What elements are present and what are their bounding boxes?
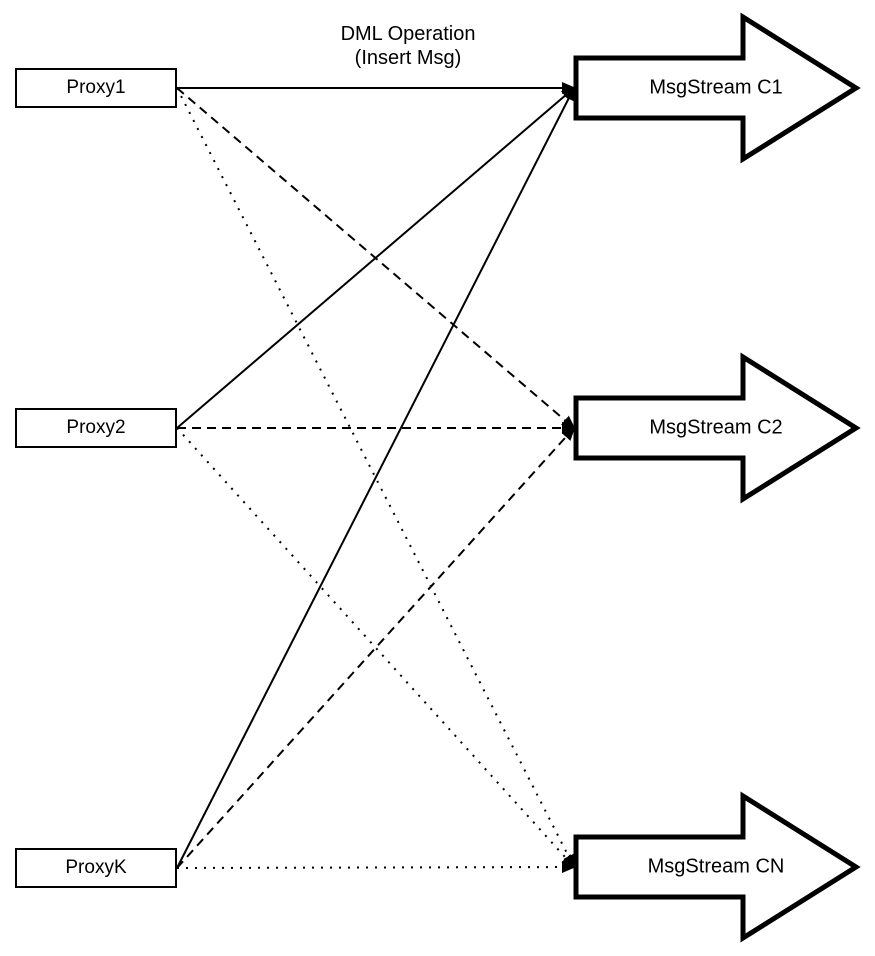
stream-arrows	[573, 12, 861, 943]
proxy-label-proxy2: Proxy2	[66, 417, 126, 438]
msgstream-arrow-c2	[573, 352, 861, 504]
edge-proxyk-cn	[176, 861, 576, 874]
edge-proxy1-cn	[176, 87, 575, 869]
edge-proxyk-c2	[176, 426, 576, 869]
proxy-label-proxy1: Proxy1	[66, 77, 126, 98]
edge-label-line2: (Insert Msg)	[354, 47, 462, 69]
msgstream-arrow-c1	[573, 12, 861, 164]
msgstream-label-c1: MsgStream C1	[649, 76, 783, 99]
proxy-box-proxy1: Proxy1	[15, 68, 177, 108]
edge-proxyk-c1	[176, 86, 575, 869]
msgstream-label-c2: MsgStream C2	[649, 416, 783, 439]
proxy-box-proxy2: Proxy2	[15, 408, 177, 448]
edge-label: DML Operation (Insert Msg)	[341, 22, 476, 70]
edge-lines	[176, 82, 576, 874]
msgstream-label-cn: MsgStream CN	[647, 855, 785, 878]
proxy-box-proxyk: ProxyK	[15, 848, 177, 888]
msgstream-arrow-cn	[573, 791, 861, 943]
edge-label-line1: DML Operation	[340, 23, 476, 45]
edge-proxy2-c1	[176, 86, 576, 429]
proxy-label-proxyk: ProxyK	[65, 857, 127, 878]
